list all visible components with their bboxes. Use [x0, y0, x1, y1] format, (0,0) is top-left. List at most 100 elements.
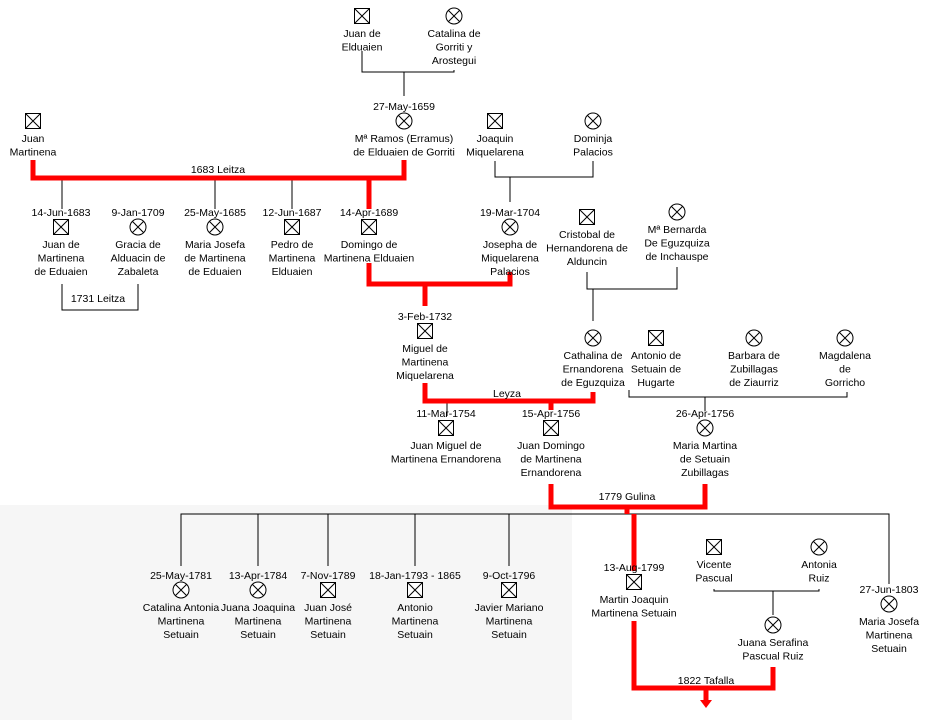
person-name-line: de Martinena	[520, 454, 581, 466]
person-name-line: Setuain de	[631, 364, 681, 376]
male-icon	[354, 8, 370, 24]
person-name-line: Alduacin de	[111, 253, 166, 265]
male-icon	[626, 574, 642, 590]
person-name-line: Ruiz	[808, 573, 829, 585]
person-name-line: Ernandorena	[521, 467, 582, 479]
person-name-line: Setuain	[491, 629, 527, 641]
person-antonio-1793[interactable]: 18-Jan-1793 - 1865AntonioMartinenaSetuai…	[369, 570, 461, 641]
female-icon	[745, 329, 763, 347]
person-date: 27-Jun-1803	[860, 584, 919, 596]
female-icon	[764, 616, 782, 634]
person-name-line: Martinena	[10, 147, 57, 159]
person-name-line: Barbara de	[728, 350, 780, 362]
person-name-line: Martinena	[38, 253, 85, 265]
person-name-line: Elduaien	[342, 42, 383, 54]
person-name-line: Domingo de	[341, 239, 398, 251]
person-date: 18-Jan-1793 - 1865	[369, 570, 461, 582]
person-date: 14-Jun-1683	[32, 207, 91, 219]
person-date: 25-May-1685	[184, 207, 246, 219]
female-icon	[836, 329, 854, 347]
person-name-line: Dominja	[574, 133, 613, 145]
person-name-line: Catalina Antonia	[143, 602, 220, 614]
male-icon	[417, 323, 433, 339]
union-label: 1779 Gulina	[599, 491, 656, 503]
person-name-line: Elduaien	[272, 266, 313, 278]
person-name-line: Martinena	[305, 616, 352, 628]
person-name-line: Martinena	[235, 616, 282, 628]
male-icon	[487, 113, 503, 129]
family-connector	[586, 267, 678, 290]
person-name-line: Martinena Ernandorena	[391, 454, 501, 466]
person-name-line: Martinena	[158, 616, 205, 628]
person-name-line: Setuain	[240, 629, 276, 641]
person-name-line: Catalina de	[427, 28, 480, 40]
person-date: 13-Apr-1784	[229, 570, 288, 582]
union-label: Leyza	[493, 388, 521, 400]
person-name-line: Setuain	[310, 629, 346, 641]
person-name-line: Ernandorena	[563, 364, 624, 376]
person-name-line: Cristobal de	[559, 229, 615, 241]
person-date: 26-Apr-1756	[676, 408, 735, 420]
lineage-connector	[422, 383, 596, 404]
person-date: 7-Nov-1789	[301, 570, 356, 582]
person-name-line: Javier Mariano	[475, 602, 544, 614]
person-name-line: Martinena Elduaien	[324, 253, 415, 265]
person-name-line: Gracia de	[115, 239, 161, 251]
female-icon	[129, 218, 147, 236]
person-name-line: Setuain	[871, 643, 907, 655]
female-icon	[395, 112, 413, 130]
person-name-line: Palacios	[573, 147, 613, 159]
person-name-line: Pascual Ruiz	[742, 651, 803, 663]
person-name-line: Martinena Setuain	[591, 608, 676, 620]
male-icon	[361, 219, 377, 235]
person-name-line: Arostegui	[432, 55, 476, 67]
relationship-lines	[30, 51, 890, 708]
person-date: 12-Jun-1687	[263, 207, 322, 219]
male-icon	[579, 209, 595, 225]
person-name-line: Pascual	[695, 573, 732, 585]
person-name-line: Hugarte	[637, 377, 675, 389]
person-date: 9-Jan-1709	[111, 207, 164, 219]
person-name-line: Zubillagas	[730, 364, 778, 376]
male-icon	[25, 113, 41, 129]
person-date: 9-Oct-1796	[483, 570, 536, 582]
female-icon	[668, 203, 686, 221]
female-icon	[810, 538, 828, 556]
person-name-line: de Eduaien	[34, 266, 87, 278]
family-connector	[361, 51, 455, 73]
person-name-line: Martinena	[866, 630, 913, 642]
union-label: 1683 Leitza	[191, 164, 245, 176]
